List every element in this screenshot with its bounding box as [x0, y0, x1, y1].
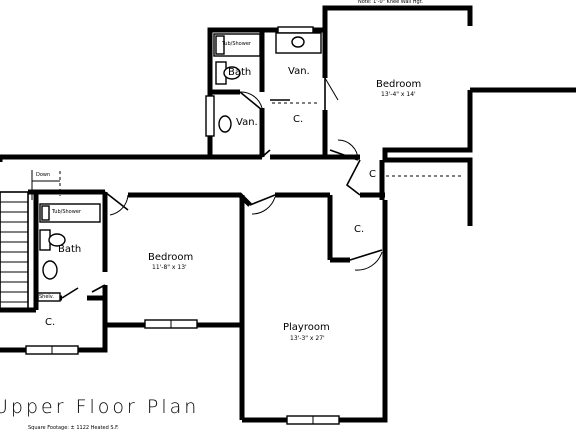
plan-title: Upper Floor Plan: [0, 396, 200, 418]
van-mid-name: Van.: [236, 117, 258, 128]
bedroom-right-name: Bedroom: [376, 79, 422, 90]
windows: [25, 26, 340, 425]
closet-top-name: C.: [293, 114, 304, 125]
sink-mid: [218, 115, 232, 133]
closet-left-name: C.: [45, 317, 56, 328]
fixtures: [37, 32, 322, 302]
shelf: [37, 292, 61, 302]
bedroom-left-name: Bedroom: [148, 252, 194, 263]
bedroom-left-dims: 11'-8" x 13': [152, 264, 187, 271]
stairs: [0, 170, 60, 311]
bath-top-name: Bath: [228, 67, 252, 78]
knee-wall-note: Note: 1'-0" Knee Wall Hgt.: [358, 0, 424, 5]
tub-top: [213, 33, 261, 57]
stair-down-label: Down: [36, 172, 51, 178]
dashed-lines: [59, 102, 462, 196]
bedroom-right-dims: 13'-4" x 14': [381, 91, 416, 98]
sink-left: [42, 260, 58, 280]
playroom-dims: 13'-3" x 27': [290, 335, 325, 342]
closet-hall-name: C: [369, 169, 376, 180]
square-footage: Square Footage: ± 1122 Heated S.F.: [28, 425, 119, 431]
closet-playroom-name: C.: [354, 224, 365, 235]
shelf-label: Shelv.: [39, 294, 54, 300]
tub-left: [39, 203, 101, 223]
tub-shower-top-label: Tub/Shower: [222, 41, 251, 47]
playroom-name: Playroom: [283, 322, 330, 333]
tub-shower-left-label: Tub/Shower: [52, 209, 81, 215]
bath-left-name: Bath: [58, 244, 82, 255]
doors: [61, 77, 383, 299]
van-top-name: Van.: [288, 66, 310, 77]
